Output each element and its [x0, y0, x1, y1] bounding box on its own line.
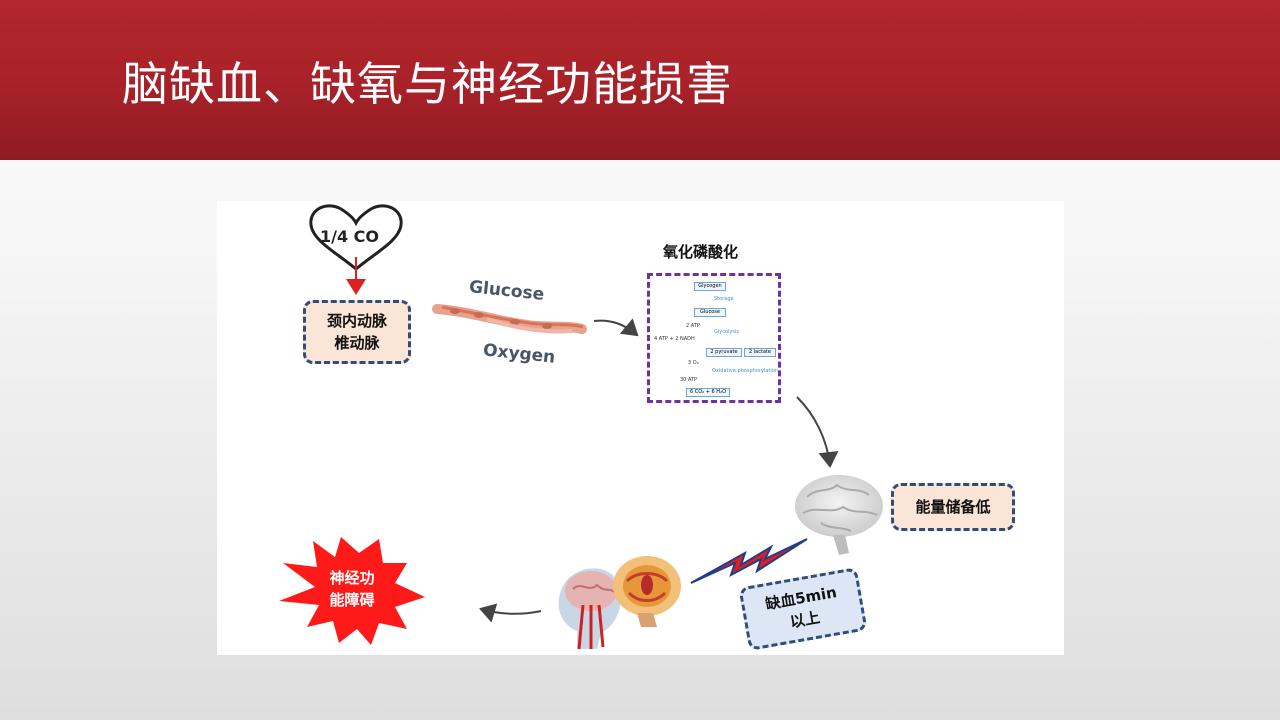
cardiac-output-label: 1/4 CO: [320, 227, 380, 246]
blood-vessel-illustration: [432, 304, 587, 334]
lightning-icon: [690, 538, 808, 584]
diagram-canvas: [279, 204, 883, 650]
oxidative-label: Oxidative phosphorylation: [712, 368, 778, 374]
energy-reserve-label: 能量储备低: [915, 498, 991, 516]
atp-output-label: 30 ATP: [680, 377, 698, 383]
title-banner: [0, 0, 1280, 160]
glycogen-node: Glycogen: [694, 282, 726, 291]
lactate-node: 2 lactate: [744, 348, 776, 357]
glycolysis-label: Glycolysis: [714, 329, 739, 335]
pyruvate-node: 2 pyruvate: [706, 348, 742, 357]
storage-label: Storage: [714, 296, 734, 302]
arrow-to-oxphos: [593, 318, 639, 337]
ischemia-diagram: 1/4 CO 颈内动脉 椎动脉 Glucose Oxygen 氧化磷酸化 Gly…: [217, 201, 1064, 655]
glucose-node: Glucose: [694, 308, 726, 317]
outcome-burst: [279, 537, 425, 645]
slide-title: 脑缺血、缺氧与神经功能损害: [122, 57, 733, 111]
outcome-label: 神经功 能障碍: [327, 567, 377, 611]
outcome-label-line2: 能障碍: [329, 591, 375, 609]
artery-label-internal-carotid: 颈内动脉: [326, 312, 387, 330]
oxphos-title: 氧化磷酸化: [663, 243, 739, 261]
atp-input-label: 2 ATP: [686, 323, 700, 329]
glycolysis-pathway-box: Glycogen Storage Glucose 2 ATP Glycolysi…: [647, 273, 781, 403]
products-node: 6 CO₂ + 6 H₂O: [686, 388, 730, 397]
oxygen-input-label: 3 O₂: [688, 360, 699, 366]
arrow-to-outcome: [479, 603, 542, 623]
artery-label-vertebral: 椎动脉: [334, 334, 380, 352]
damaged-brain-icon: [558, 556, 681, 650]
arteries-box: 颈内动脉 椎动脉: [303, 300, 411, 364]
brain-icon: [795, 475, 883, 555]
outcome-label-line1: 神经功: [329, 569, 375, 587]
heart-icon: [309, 204, 403, 271]
atp-nadh-label: 4 ATP + 2 NADH: [654, 336, 695, 342]
ischemia-duration-sub: 以上: [788, 608, 822, 632]
arrow-to-brain: [796, 396, 839, 468]
energy-reserve-box: 能量储备低: [891, 483, 1015, 531]
